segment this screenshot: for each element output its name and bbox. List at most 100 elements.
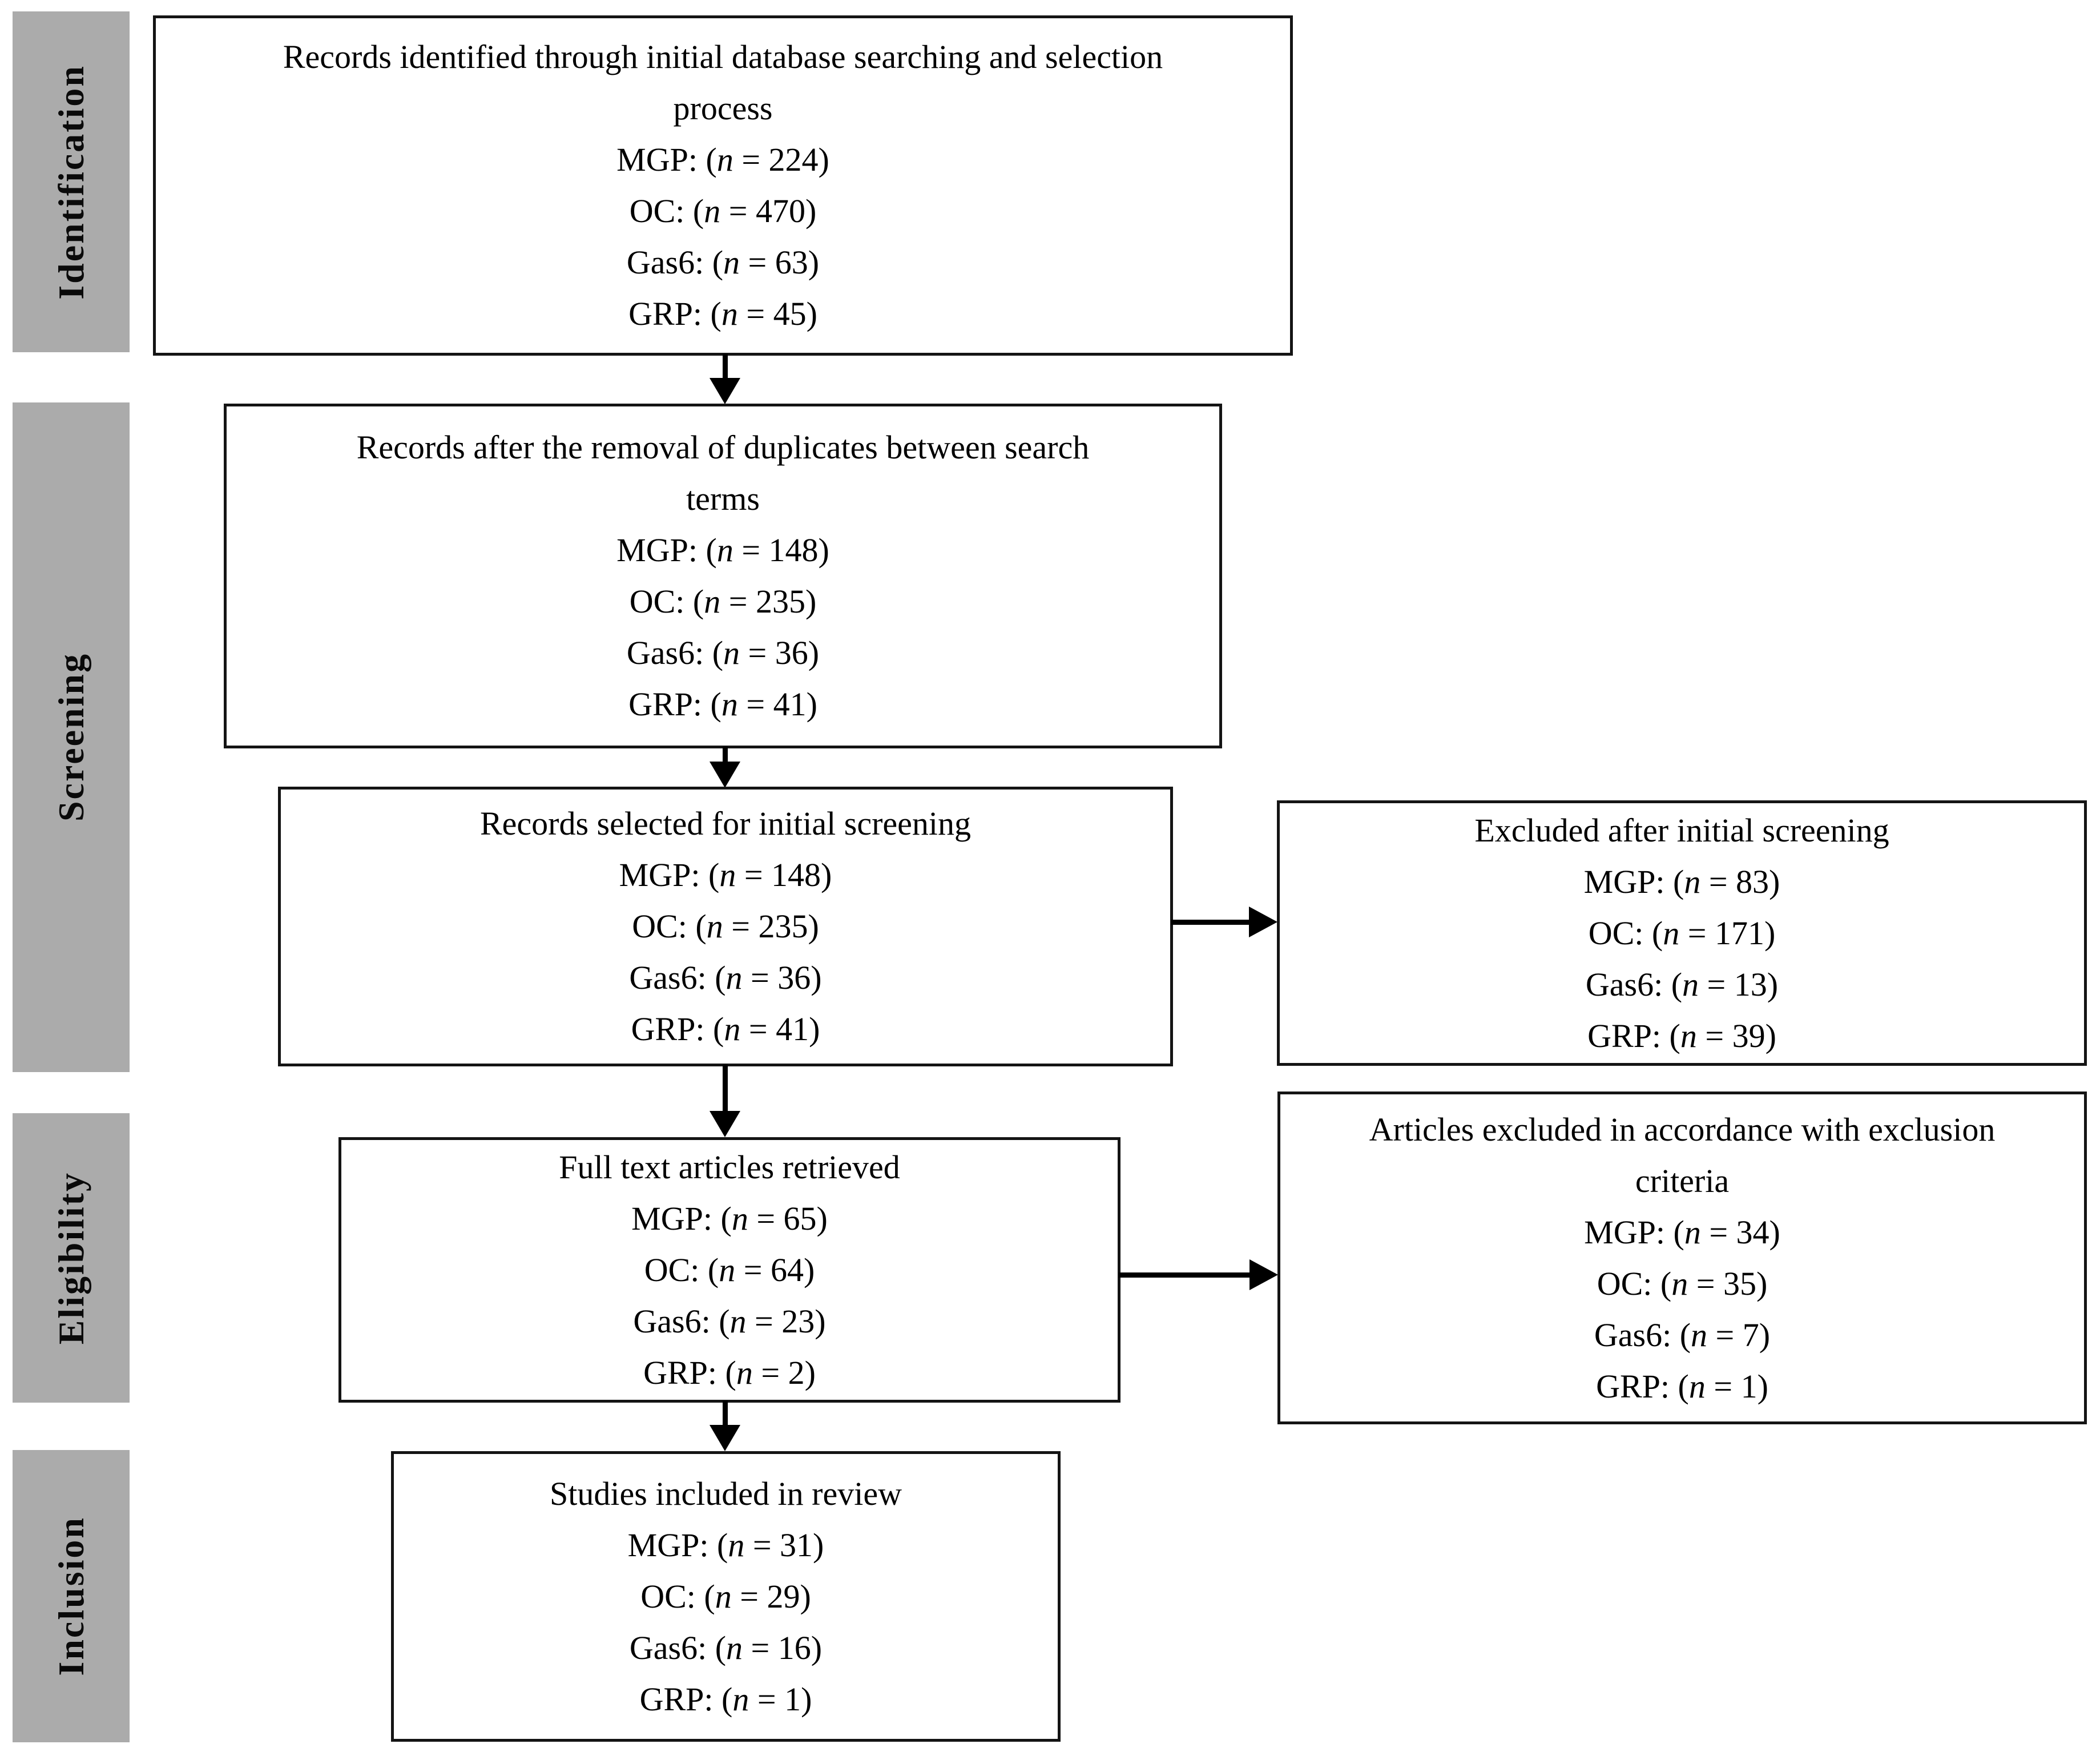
count-line: GRP: (n = 41): [227, 679, 1219, 730]
count-line: MGP: (n = 224): [156, 134, 1290, 186]
count-n-symbol: n: [704, 192, 721, 229]
count-n-symbol: n: [728, 1526, 745, 1564]
count-label: MGP: (: [627, 1526, 728, 1564]
count-n-symbol: n: [1682, 965, 1699, 1003]
count-line: GRP: (n = 1): [1280, 1361, 2084, 1412]
box-title: Excluded after initial screening: [1474, 811, 1889, 849]
count-value: = 1): [1705, 1367, 1768, 1405]
arrow-right-head-icon: [1249, 907, 1277, 937]
count-list: MGP: (n = 65)OC: (n = 64)Gas6: (n = 23)G…: [341, 1193, 1118, 1399]
count-label: Gas6: (: [633, 1302, 730, 1340]
count-n-symbol: n: [719, 856, 736, 893]
count-value: = 36): [742, 959, 822, 996]
box-title: Articles excluded in accordance with exc…: [1369, 1110, 1996, 1199]
stage-label-inclusion: Inclusion: [50, 1516, 91, 1676]
count-value: = 39): [1696, 1017, 1776, 1054]
count-line: OC: (n = 235): [227, 576, 1219, 627]
box-records-identified: Records identified through initial datab…: [153, 15, 1293, 356]
stage-rail-identification: Identification: [13, 11, 130, 352]
count-label: GRP: (: [639, 1680, 733, 1718]
count-label: OC: (: [644, 1251, 719, 1288]
count-value: = 45): [737, 295, 817, 332]
arrow-down-identified-to-deduplicated: [723, 354, 728, 381]
box-title: Records selected for initial screening: [479, 805, 971, 842]
count-line: MGP: (n = 148): [227, 525, 1219, 576]
box-records-deduplicated: Records after the removal of duplicates …: [224, 404, 1222, 748]
count-n-symbol: n: [1684, 1213, 1701, 1251]
count-value: = 34): [1700, 1213, 1780, 1251]
stage-rail-eligibility: Eligibility: [13, 1113, 130, 1403]
count-n-symbol: n: [725, 959, 743, 996]
count-label: Gas6: (: [629, 1629, 727, 1666]
count-value: = 171): [1679, 914, 1776, 952]
count-label: Gas6: (: [626, 244, 724, 281]
count-label: OC: (: [1588, 914, 1663, 952]
count-n-symbol: n: [1691, 1316, 1708, 1354]
count-n-symbol: n: [719, 1251, 736, 1288]
box-fulltext-retrieved: Full text articles retrieved MGP: (n = 6…: [338, 1137, 1120, 1403]
count-value: = 16): [743, 1629, 823, 1666]
stage-rail-screening: Screening: [13, 402, 130, 1072]
arrow-down-deduplicated-to-screened: [723, 747, 728, 765]
count-line: OC: (n = 29): [394, 1571, 1058, 1622]
arrow-down-fulltext-to-included: [723, 1401, 728, 1427]
count-label: Gas6: (: [629, 959, 726, 996]
count-label: MGP: (: [619, 856, 720, 893]
count-line: OC: (n = 64): [341, 1244, 1118, 1296]
arrow-down-head-icon: [710, 378, 740, 404]
count-value: = 63): [740, 244, 820, 281]
count-value: = 23): [746, 1302, 826, 1340]
count-label: Gas6: (: [626, 634, 724, 671]
count-n-symbol: n: [723, 634, 740, 671]
arrow-right-head-icon: [1249, 1259, 1278, 1290]
count-value: = 7): [1707, 1316, 1771, 1354]
arrow-right-screened-to-excluded: [1171, 920, 1250, 925]
count-n-symbol: n: [1684, 863, 1701, 900]
count-label: GRP: (: [1596, 1367, 1689, 1405]
count-line: MGP: (n = 148): [281, 849, 1170, 901]
count-value: = 470): [720, 192, 817, 229]
stage-rail-inclusion: Inclusion: [13, 1450, 130, 1742]
count-label: OC: (: [640, 1577, 715, 1615]
count-label: MGP: (: [1583, 863, 1684, 900]
count-n-symbol: n: [721, 686, 738, 723]
box-studies-included: Studies included in review MGP: (n = 31)…: [391, 1451, 1061, 1742]
count-n-symbol: n: [731, 1199, 748, 1237]
count-label: GRP: (: [1587, 1017, 1680, 1054]
count-value: = 83): [1700, 863, 1780, 900]
count-list: MGP: (n = 83)OC: (n = 171)Gas6: (n = 13)…: [1280, 856, 2084, 1062]
count-list: MGP: (n = 34)OC: (n = 35)Gas6: (n = 7)GR…: [1280, 1207, 2084, 1412]
count-line: GRP: (n = 41): [281, 1004, 1170, 1055]
count-value: = 1): [749, 1680, 812, 1718]
count-label: OC: (: [1597, 1264, 1672, 1302]
count-line: Gas6: (n = 13): [1280, 959, 2084, 1010]
count-label: Gas6: (: [1594, 1316, 1691, 1354]
count-line: Gas6: (n = 23): [341, 1296, 1118, 1347]
count-value: = 41): [740, 1010, 820, 1048]
count-label: GRP: (: [628, 686, 722, 723]
count-label: Gas6: (: [1585, 965, 1683, 1003]
count-value: = 29): [731, 1577, 811, 1615]
stage-label-screening: Screening: [50, 653, 91, 822]
count-n-symbol: n: [721, 295, 738, 332]
box-excluded-after-screening: Excluded after initial screening MGP: (n…: [1277, 800, 2087, 1066]
count-label: MGP: (: [616, 531, 717, 569]
count-n-symbol: n: [1663, 914, 1680, 952]
arrow-down-screened-to-fulltext: [723, 1065, 728, 1113]
count-value: = 65): [748, 1199, 828, 1237]
count-n-symbol: n: [723, 244, 740, 281]
arrow-right-fulltext-to-excluded: [1119, 1272, 1250, 1278]
count-line: Gas6: (n = 36): [227, 627, 1219, 679]
stage-label-identification: Identification: [50, 64, 91, 300]
count-label: MGP: (: [1584, 1213, 1684, 1251]
count-label: MGP: (: [616, 141, 717, 178]
count-list: MGP: (n = 148)OC: (n = 235)Gas6: (n = 36…: [227, 525, 1219, 730]
count-line: GRP: (n = 1): [394, 1674, 1058, 1725]
arrow-down-head-icon: [710, 1111, 740, 1137]
count-line: OC: (n = 235): [281, 901, 1170, 952]
count-value: = 31): [744, 1526, 824, 1564]
count-label: OC: (: [629, 583, 704, 620]
box-excluded-by-criteria: Articles excluded in accordance with exc…: [1277, 1092, 2087, 1424]
count-n-symbol: n: [736, 1354, 753, 1391]
